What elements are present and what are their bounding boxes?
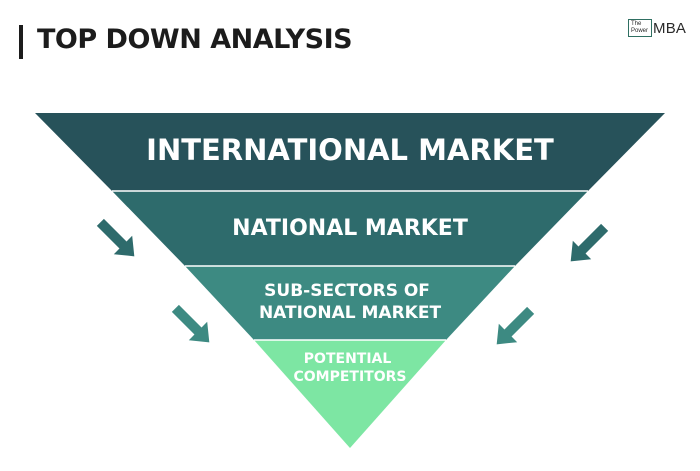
funnel-level-sub-sectors — [185, 266, 515, 340]
funnel-level-national-market — [112, 191, 588, 266]
level-label-sub-sectors: SUB-SECTORS OF NATIONAL MARKET — [259, 281, 442, 323]
arrow-down-left-icon — [570, 223, 609, 262]
level-label-potential-competitors: POTENTIAL COMPETITORS — [293, 351, 406, 385]
brand-logo: The Power MBA — [628, 17, 686, 39]
page-title: TOP DOWN ANALYSIS — [37, 24, 353, 55]
funnel-level-potential-competitors — [254, 340, 446, 448]
logo-box: The Power — [628, 19, 653, 37]
logo-power: Power — [631, 28, 649, 34]
funnel-level-international-market — [35, 113, 665, 191]
level-label-national-market: NATIONAL MARKET — [232, 216, 468, 241]
arrow-down-right-icon — [171, 304, 210, 343]
logo-mba: MBA — [653, 19, 687, 37]
title-accent-bar — [19, 25, 23, 59]
logo-the: The — [631, 21, 642, 27]
arrow-down-left-icon — [496, 306, 535, 345]
level-label-international-market: INTERNATIONAL MARKET — [146, 133, 554, 167]
arrow-down-right-icon — [96, 218, 135, 257]
